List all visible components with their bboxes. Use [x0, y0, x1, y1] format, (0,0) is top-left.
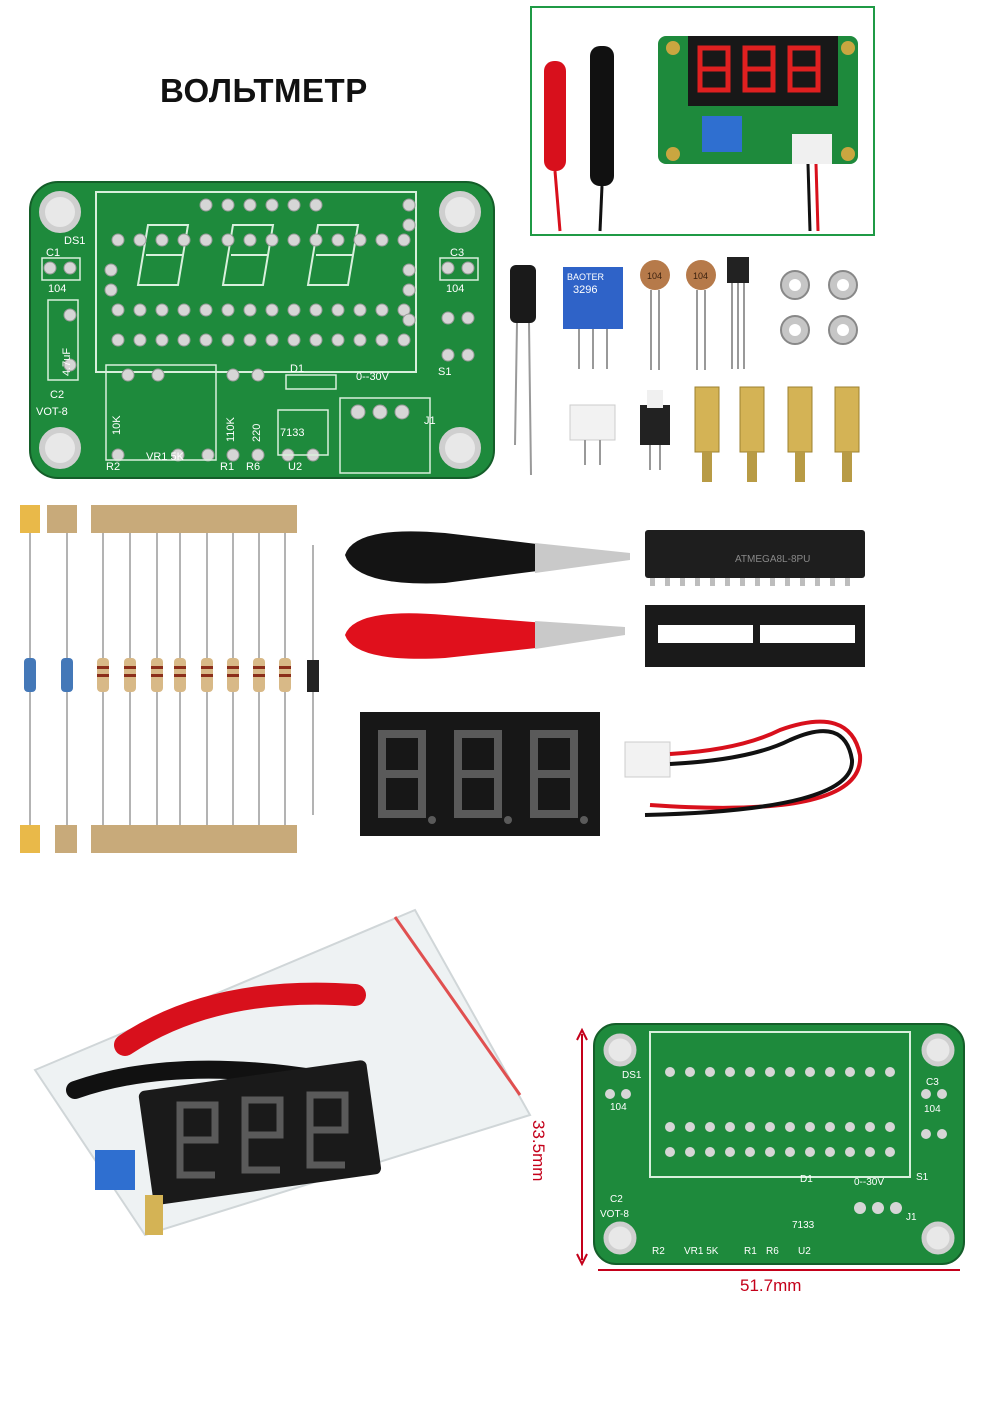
pcb-label-s1: S1: [438, 366, 451, 378]
pcb-label-board: VOT-8: [36, 406, 68, 418]
svg-text:R1: R1: [744, 1246, 757, 1257]
pot-label: 3296: [573, 284, 597, 296]
pcb-main: DS1 C1 104 C3 104 C2 4.7uF D1 0--30V S1 …: [29, 181, 495, 479]
svg-text:104: 104: [610, 1102, 627, 1113]
pcb-label-ds1: DS1: [64, 235, 85, 247]
svg-text:U2: U2: [798, 1246, 811, 1257]
pcb-label-c2-val: 4.7uF: [61, 348, 73, 376]
pcb-label-c1-val: 104: [48, 283, 66, 295]
svg-text:S1: S1: [916, 1172, 929, 1183]
svg-text:R6: R6: [766, 1246, 779, 1257]
height-dimension-label: 33.5mm: [529, 1120, 548, 1182]
chip-label: ATMEGA8L-8PU: [735, 554, 810, 565]
page-title: ВОЛЬТМЕТР: [160, 72, 368, 109]
resistors: [20, 505, 319, 853]
svg-text:J1: J1: [906, 1212, 917, 1223]
svg-text:DS1: DS1: [622, 1070, 642, 1081]
pcb-label-vr1: VR1 5K: [146, 451, 185, 463]
pcb-label-u2: U2: [288, 461, 302, 473]
seven-segment-display: [360, 712, 600, 836]
svg-text:VR1 5K: VR1 5K: [684, 1246, 719, 1257]
pcb-dimension-view: DS1 104 C3 104 C2 VOT-8 D1 0--30V S1 J1 …: [576, 1023, 965, 1271]
svg-text:7133: 7133: [792, 1220, 815, 1231]
pot-brand: BAOTER: [567, 272, 605, 282]
pcb-label-c3: C3: [450, 247, 464, 259]
wire-harness: [624, 719, 863, 817]
kit-bag-photo: [33, 908, 532, 1237]
pcb-label-r1: R1: [220, 461, 234, 473]
svg-text:D1: D1: [800, 1174, 813, 1185]
svg-text:C3: C3: [926, 1077, 939, 1088]
svg-text:C2: C2: [610, 1194, 623, 1205]
components-row: BAOTER 3296 104 104: [510, 257, 860, 482]
pcb-label-d1: D1: [290, 363, 304, 375]
cap-b-label: 104: [693, 271, 708, 281]
chip-and-socket: ATMEGA8L-8PU: [645, 530, 865, 667]
assembled-module-photo: [530, 6, 875, 236]
pcb-label-r2-val: 10K: [111, 415, 123, 435]
width-dimension-label: 51.7mm: [740, 1276, 802, 1295]
pcb-label-r6: R6: [246, 461, 260, 473]
cap-a-label: 104: [647, 271, 662, 281]
pcb-label-c1: C1: [46, 247, 60, 259]
pcb-label-c2: C2: [50, 389, 64, 401]
svg-text:VOT-8: VOT-8: [600, 1209, 629, 1220]
pcb-label-r1-val: 110K: [225, 416, 237, 442]
pcb-label-j1: J1: [424, 415, 436, 427]
svg-text:R2: R2: [652, 1246, 665, 1257]
pcb-label-c3-val: 104: [446, 283, 464, 295]
svg-text:0--30V: 0--30V: [854, 1177, 884, 1188]
svg-text:104: 104: [924, 1104, 941, 1115]
pcb-label-u2-val: 7133: [280, 427, 304, 439]
pcb-label-r2: R2: [106, 461, 120, 473]
alligator-clips: [345, 531, 630, 659]
pcb-label-range: 0--30V: [356, 371, 390, 383]
pcb-label-r6-val: 220: [251, 424, 263, 442]
